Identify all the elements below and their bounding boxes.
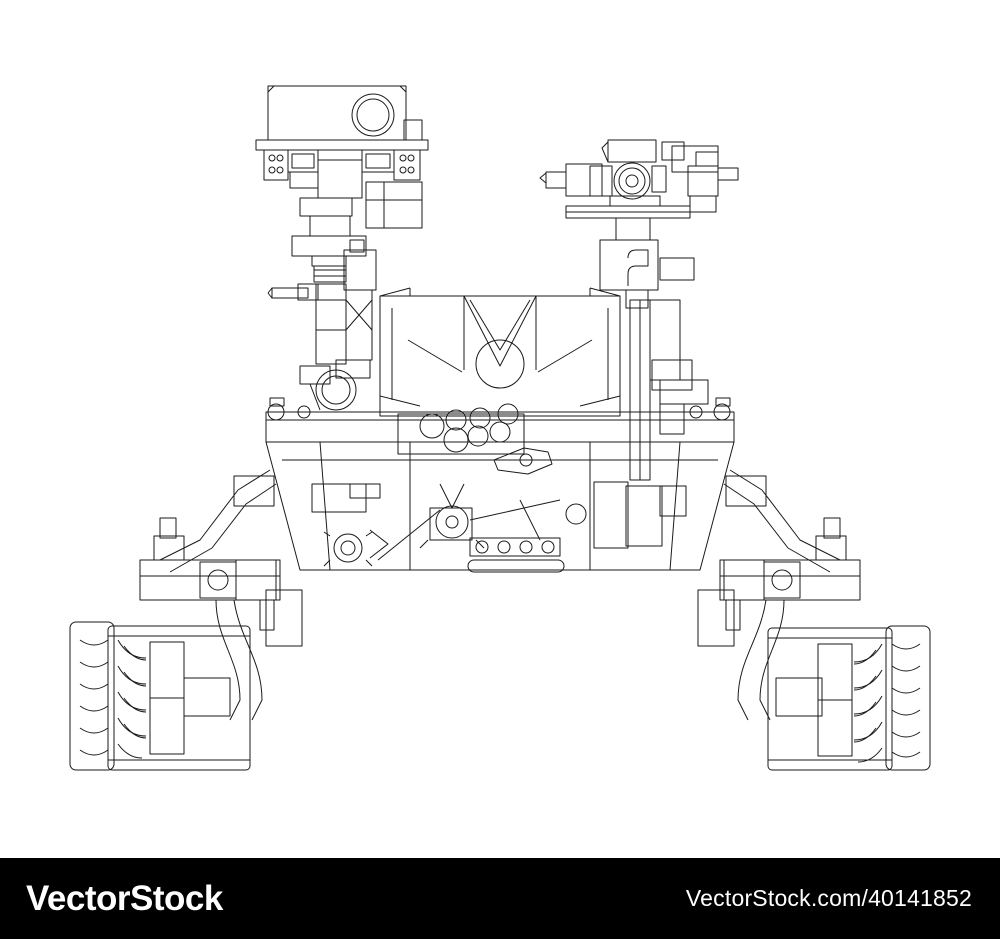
brand-logo: VectorStock bbox=[26, 878, 223, 918]
left-mast-head bbox=[255, 85, 429, 229]
left-suspension bbox=[139, 469, 303, 721]
front-sensor-left bbox=[323, 529, 389, 567]
rover-wireframe-illustration bbox=[69, 85, 931, 771]
left-wheel bbox=[69, 621, 251, 771]
right-wheel bbox=[767, 625, 931, 771]
image-id-text: VectorStock.com/40141852 bbox=[685, 885, 972, 911]
front-sample-tools bbox=[467, 537, 565, 573]
watermark-footer: VectorStock VectorStock.com/40141852 bbox=[0, 858, 1000, 939]
rover-body bbox=[265, 287, 735, 573]
left-mast bbox=[267, 215, 377, 411]
front-sensor-center bbox=[419, 483, 485, 549]
right-suspension bbox=[697, 469, 861, 721]
right-mast-head bbox=[539, 139, 739, 219]
right-mast bbox=[599, 217, 709, 481]
